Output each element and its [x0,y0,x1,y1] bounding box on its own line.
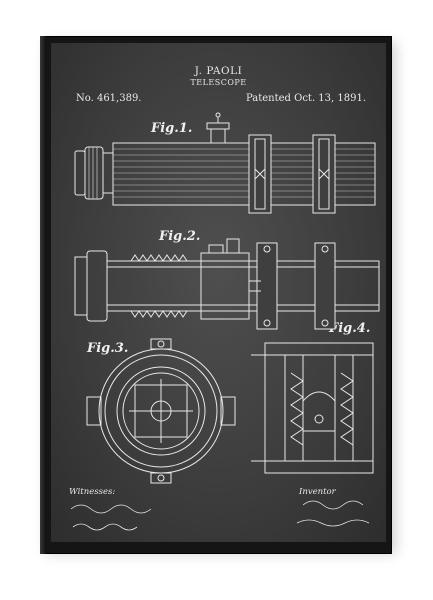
patent-date: Patented Oct. 13, 1891. [246,93,367,104]
fig4-clamp [251,342,374,474]
inventor-label: Inventor [299,487,336,497]
fig3-circle [86,338,236,484]
signatures [70,500,370,531]
fig2-label: Fig.2. [159,229,201,244]
patent-print: J. PAOLI TELESCOPE No. 461,389. Patented… [51,43,386,542]
witnesses-label: Witnesses: [69,487,116,497]
fig2-section [74,238,380,330]
frame-edge [40,36,46,554]
patent-number: No. 461,389. [76,93,142,104]
patent-drawing [70,112,380,531]
invention-title: TELESCOPE [190,78,247,87]
inventor-name: J. PAOLI [194,65,243,77]
fig1-telescope [74,112,376,214]
fig3-label: Fig.3. [87,341,129,356]
fig1-label: Fig.1. [151,121,193,136]
fig4-label: Fig.4. [329,321,371,336]
